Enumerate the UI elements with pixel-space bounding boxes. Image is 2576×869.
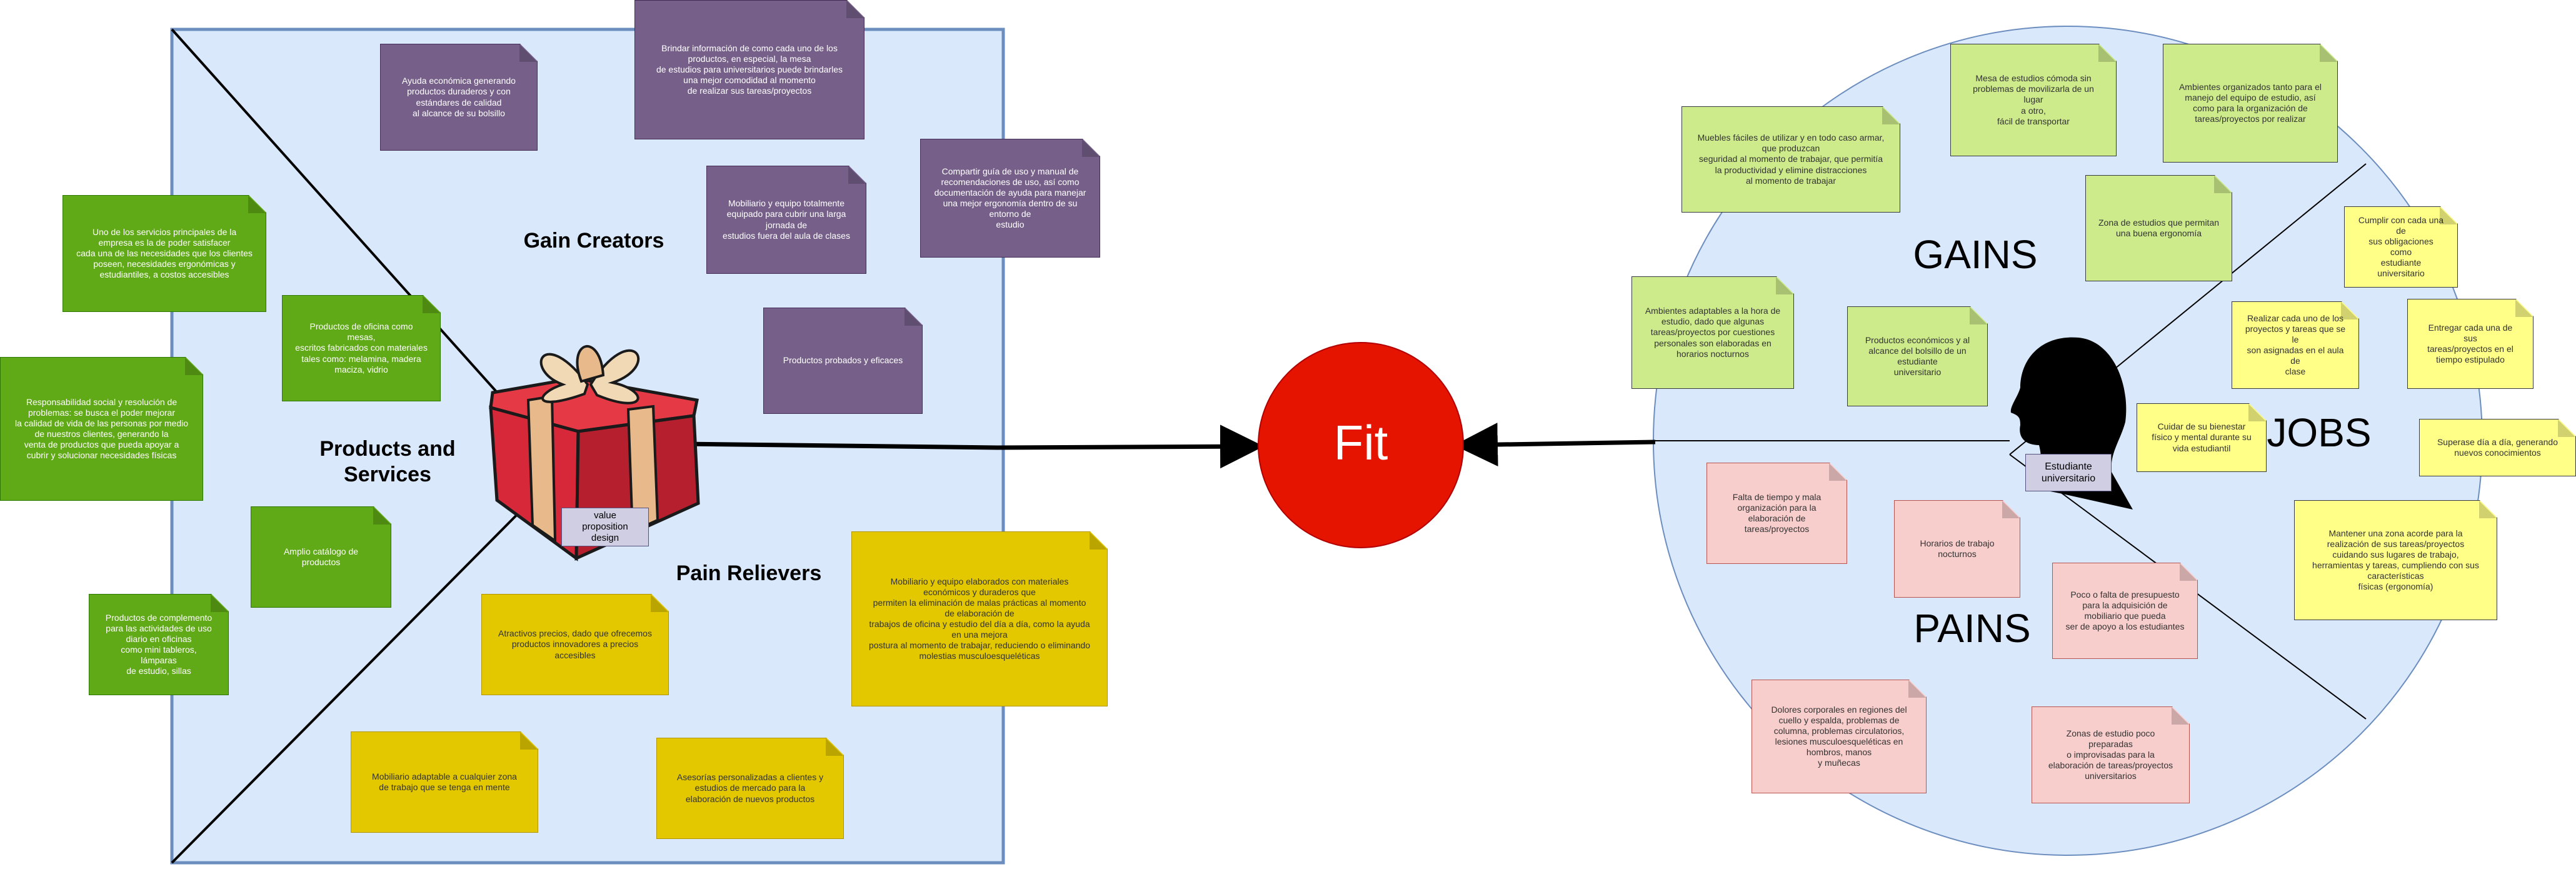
product-service-note: Responsabilidad social y resolución de p…	[0, 357, 203, 501]
arrow-left-icon	[1454, 423, 1656, 467]
pain-relievers-title: Pain Relievers	[676, 561, 822, 585]
gain-note: Ambientes adaptables a la hora de estudi…	[1631, 276, 1794, 389]
pain-note: Horarios de trabajo nocturnos	[1894, 500, 2020, 598]
product-service-note: Amplio catálogo de productos	[251, 506, 391, 608]
customer-tag: Estudiante universitario	[2025, 454, 2112, 491]
job-note: Mantener una zona acorde para la realiza…	[2294, 500, 2497, 620]
pain-note: Falta de tiempo y mala organización para…	[1706, 463, 1847, 564]
value-proposition-tag: value proposition design	[561, 508, 649, 546]
gains-title: GAINS	[1913, 232, 2038, 277]
pain-reliever-note: Atractivos precios, dado que ofrecemos p…	[481, 594, 669, 695]
pains-title: PAINS	[1913, 606, 2031, 651]
product-map-divider-lower	[171, 493, 539, 864]
product-service-note: Productos de complemento para las activi…	[89, 594, 229, 695]
job-note: Entregar cada una de sus tareas/proyecto…	[2407, 299, 2533, 389]
gain-note: Mesa de estudios cómoda sin problemas de…	[1950, 44, 2117, 156]
gain-creator-note: Brindar información de como cada uno de …	[634, 0, 865, 139]
product-service-note: Productos de oficina como mesas, escrito…	[282, 295, 441, 401]
job-note: Cumplir con cada una de sus obligaciones…	[2344, 206, 2458, 288]
pain-reliever-note: Mobiliario y equipo elaborados con mater…	[851, 531, 1108, 706]
gain-creator-note: Productos probados y eficaces	[763, 308, 923, 414]
gain-creator-note: Compartir guía de uso y manual de recome…	[920, 139, 1100, 258]
gain-creators-title: Gain Creators	[523, 229, 664, 253]
fit-circle	[1258, 342, 1464, 548]
pain-reliever-note: Asesorías personalizadas a clientes y es…	[656, 738, 844, 839]
pain-note: Poco o falta de presupuesto para la adqu…	[2052, 563, 2198, 659]
gain-note: Ambientes organizados tanto para el mane…	[2163, 44, 2338, 163]
gain-note: Zona de estudios que permitan una buena …	[2085, 175, 2232, 281]
gain-creator-note: Ayuda económica generando productos dura…	[380, 44, 538, 151]
gain-note: Productos económicos y al alcance del bo…	[1847, 306, 1988, 406]
job-note: Superase día a día, generando nuevos con…	[2419, 419, 2576, 476]
pain-reliever-note: Mobiliario adaptable a cualquier zona de…	[351, 731, 538, 833]
gain-note: Muebles fáciles de utilizar y en todo ca…	[1681, 106, 1900, 213]
arrow-right-icon	[681, 424, 1264, 469]
pain-note: Dolores corporales en regiones del cuell…	[1752, 680, 1927, 793]
jobs-title: JOBS	[2267, 410, 2372, 455]
gain-creator-note: Mobiliario y equipo totalmente equipado …	[706, 166, 866, 274]
products-services-title: Products and Services	[319, 437, 456, 486]
product-service-note: Uno de los servicios principales de la e…	[63, 195, 266, 312]
pain-note: Zonas de estudio poco preparadas o impro…	[2032, 706, 2190, 803]
job-note: Realizar cada uno de los proyectos y tar…	[2232, 301, 2359, 389]
product-map-divider-upper	[171, 28, 539, 439]
fit-label: Fit	[1333, 415, 1388, 470]
job-note: Cuidar de su bienestar físico y mental d…	[2137, 403, 2267, 472]
